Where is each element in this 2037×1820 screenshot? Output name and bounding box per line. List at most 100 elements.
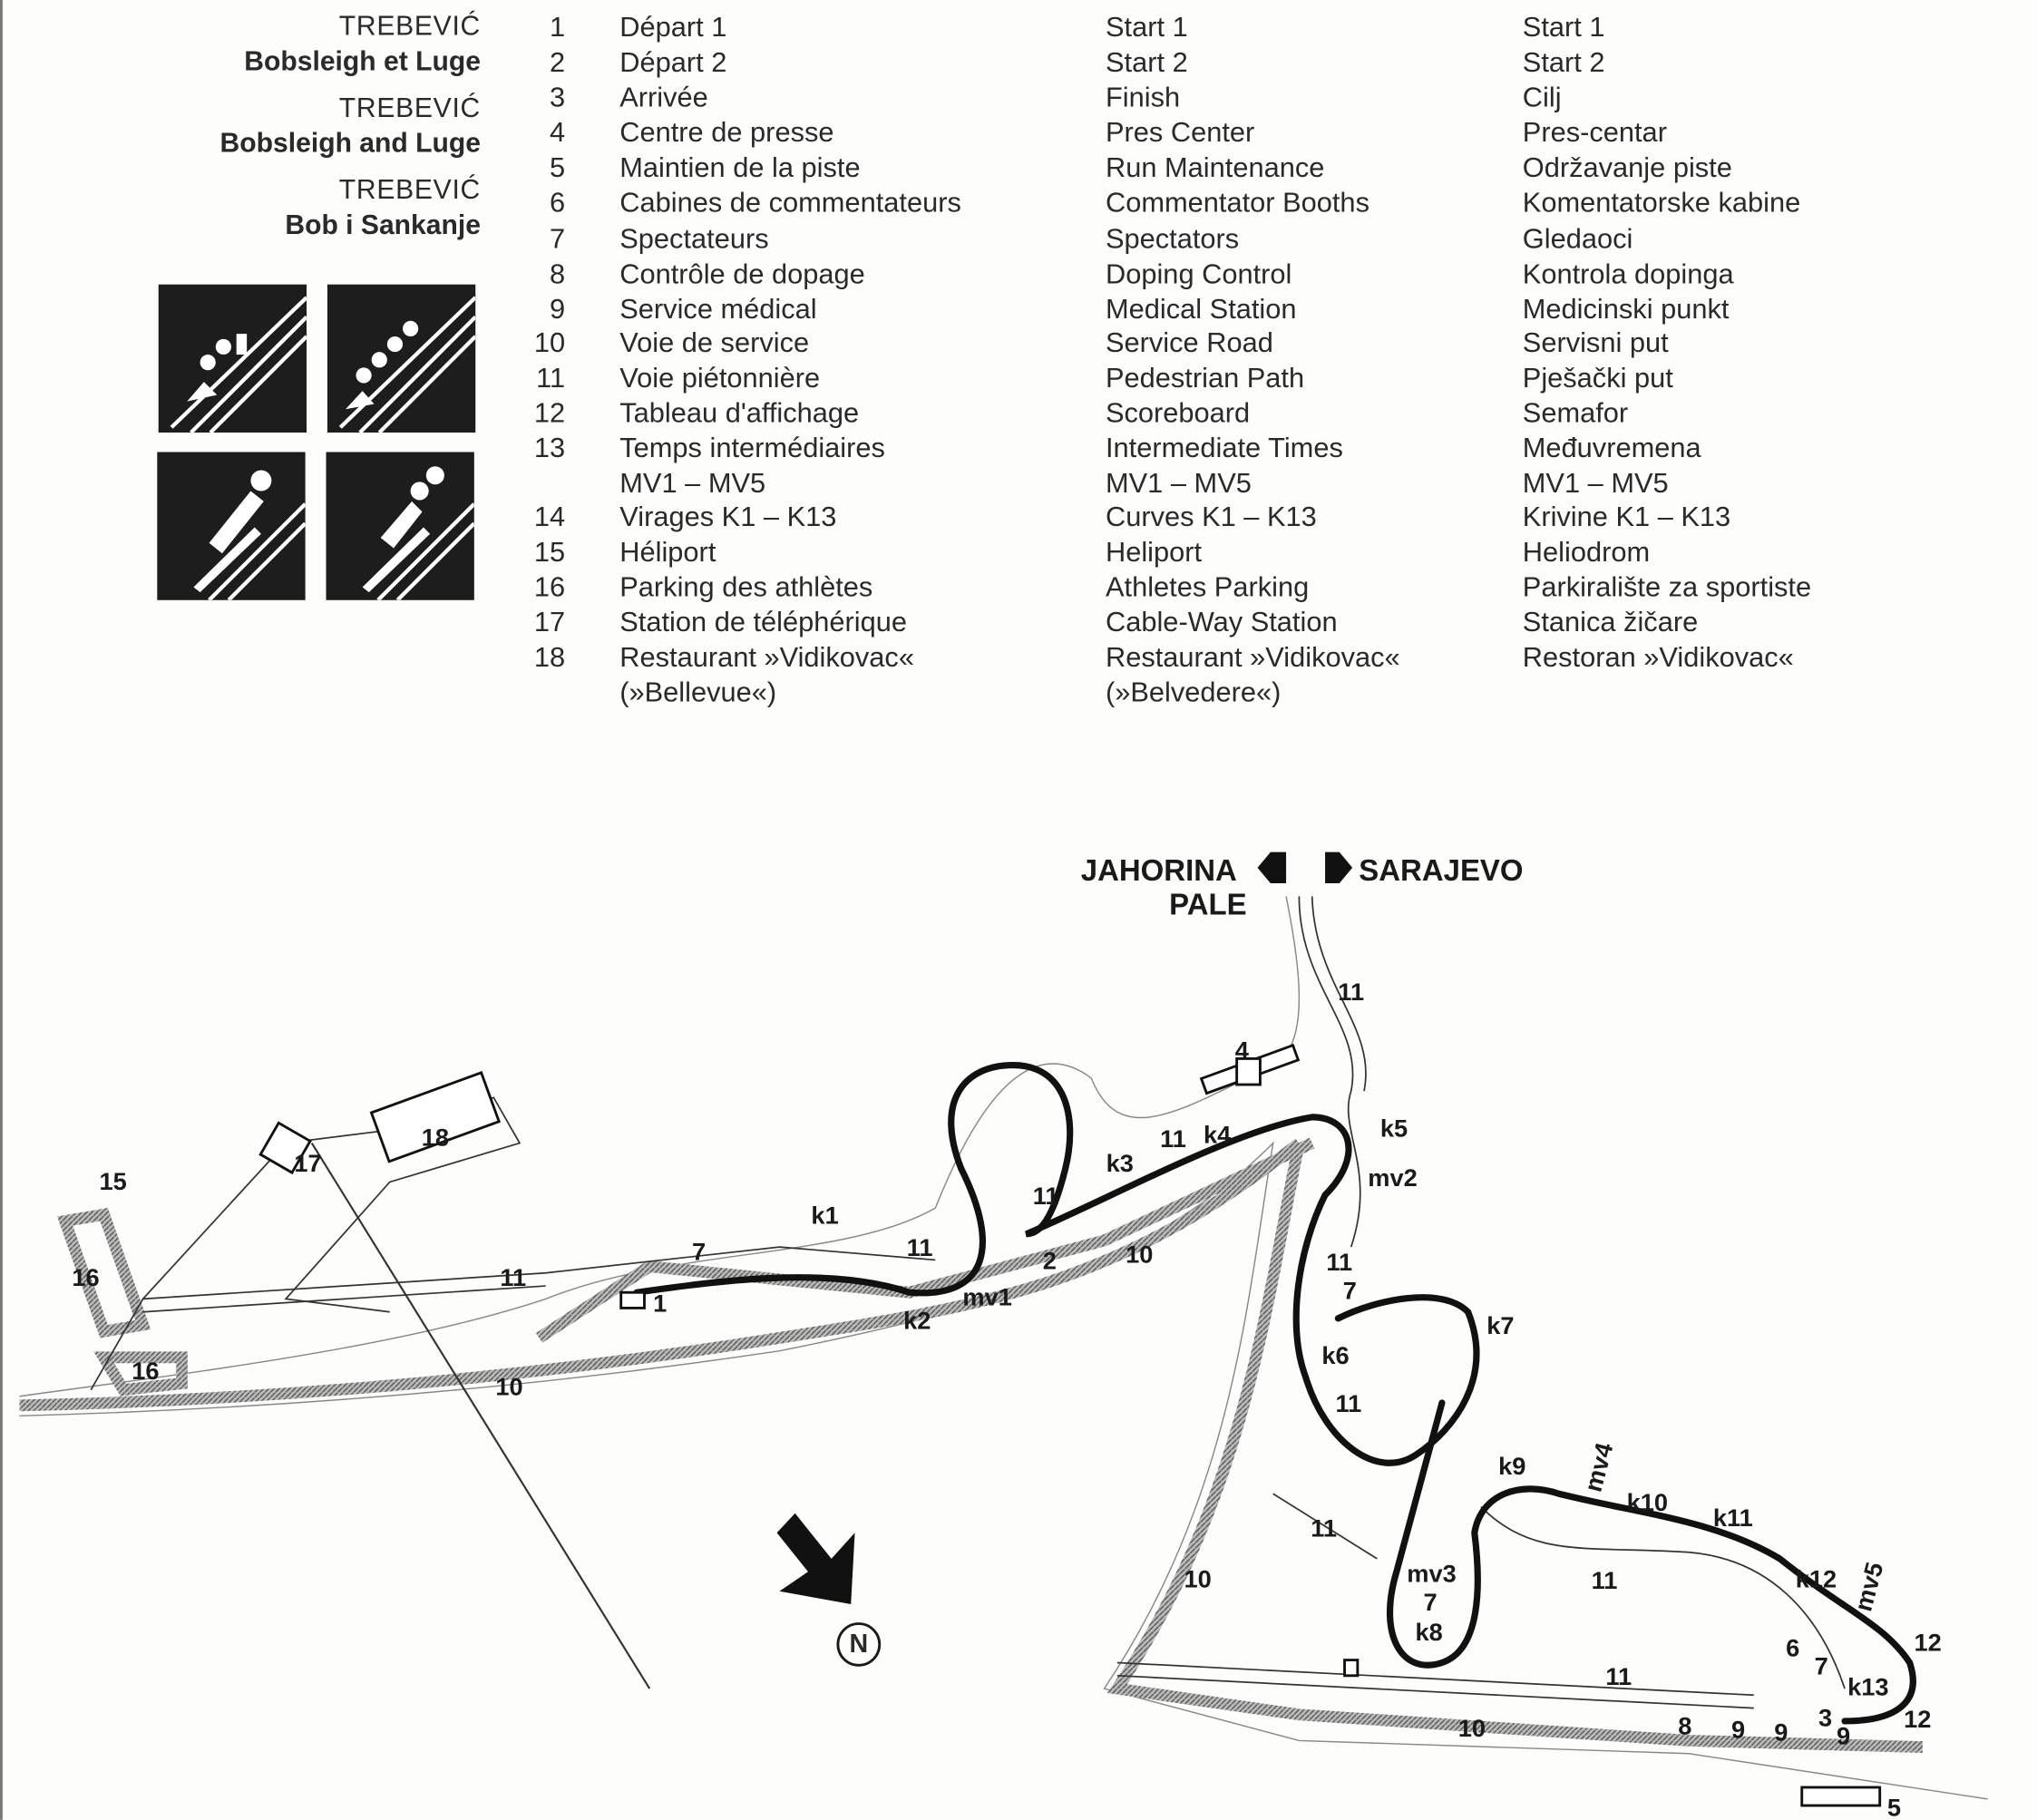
map-label: 16 <box>132 1358 160 1387</box>
title-sub: Bob i Sankanje <box>285 210 481 240</box>
map-label: k1 <box>811 1202 839 1231</box>
legend-french: Restaurant »Vidikovac« <box>619 641 914 673</box>
legend-french: Contrôle de dopage <box>619 258 865 290</box>
legend-french: Service médical <box>619 293 817 326</box>
legend-english: MV1 – MV5 <box>1105 467 1252 500</box>
double-luge-icon <box>326 452 474 600</box>
legend-french: Centre de presse <box>619 116 834 149</box>
legend-english: Finish <box>1105 82 1181 113</box>
map-label: 7 <box>1814 1653 1828 1681</box>
map-label: 18 <box>421 1124 449 1153</box>
legend-local: Start 1 <box>1522 11 1605 44</box>
legend-english: Commentator Booths <box>1105 187 1369 219</box>
pedestrian-path-11 <box>90 896 1846 1709</box>
legend-local: Stanica žičare <box>1522 606 1699 638</box>
arrow-right-icon <box>1325 852 1353 884</box>
map-label: k10 <box>1626 1489 1668 1518</box>
legend-english: Cable-Way Station <box>1105 606 1338 638</box>
map-label: 9 <box>1836 1723 1851 1751</box>
map-label: mv2 <box>1368 1164 1418 1192</box>
title-sub: Bobsleigh and Luge <box>219 128 481 159</box>
map-label: 16 <box>72 1265 100 1293</box>
legend-local: Pješački put <box>1522 362 1673 394</box>
direction-sarajevo: SARAJEVO <box>1359 853 1524 888</box>
legend-french: (»Bellevue«) <box>619 676 777 708</box>
legend-local: Restoran »Vidikovac« <box>1522 641 1794 673</box>
legend-number: 11 <box>536 362 566 394</box>
map-label: k12 <box>1795 1566 1837 1594</box>
map-label: 11 <box>1032 1183 1059 1211</box>
map-label: 11 <box>1335 1391 1362 1419</box>
legend-english: Service Road <box>1105 326 1273 359</box>
map-label: 10 <box>1457 1716 1486 1744</box>
legend-english: Doping Control <box>1105 258 1292 290</box>
legend-french: Voie piétonnière <box>619 362 821 394</box>
title-sub: Bobsleigh et Luge <box>244 46 481 77</box>
legend-number: 1 <box>549 11 566 44</box>
single-luge-icon <box>157 452 306 600</box>
bobsleigh-track <box>633 1061 1916 1725</box>
map-label: 10 <box>1184 1566 1212 1594</box>
legend-number: 15 <box>533 536 566 568</box>
legend-local: Cilj <box>1522 82 1562 113</box>
map-label: 3 <box>1818 1705 1833 1733</box>
legend-english: Spectators <box>1105 223 1240 255</box>
legend-local: MV1 – MV5 <box>1522 467 1669 500</box>
map-label: k8 <box>1415 1620 1443 1648</box>
map-label: k5 <box>1379 1115 1408 1144</box>
legend-local: Servisni put <box>1522 326 1669 359</box>
map-label: 11 <box>500 1265 527 1293</box>
map-label: 4 <box>1234 1037 1249 1066</box>
map-label: k3 <box>1106 1151 1134 1179</box>
map-label: 2 <box>1042 1248 1057 1276</box>
terrain-outline <box>19 896 1988 1800</box>
map-label: k9 <box>1498 1453 1526 1481</box>
legend-number: 12 <box>533 397 566 429</box>
map-label: 10 <box>495 1374 523 1402</box>
legend-french: Départ 1 <box>619 11 727 44</box>
title-name: TREBEVIĆ <box>338 175 481 206</box>
map-label: 1 <box>653 1290 668 1319</box>
map-label: 7 <box>692 1239 707 1267</box>
legend-english: Medical Station <box>1105 293 1297 326</box>
legend-french: Voie de service <box>619 326 810 359</box>
legend-english: Heliport <box>1105 536 1203 568</box>
legend-number: 3 <box>549 82 566 113</box>
map-label: 9 <box>1730 1717 1746 1745</box>
map-label: 11 <box>1311 1515 1338 1543</box>
legend-english: Start 2 <box>1105 46 1188 78</box>
legend-english: Athletes Parking <box>1105 571 1310 603</box>
legend-number: 4 <box>549 116 566 149</box>
map-label: k4 <box>1204 1122 1232 1150</box>
legend-number: 6 <box>549 187 566 219</box>
legend-english: Pres Center <box>1105 116 1255 149</box>
legend-local: Krivine K1 – K13 <box>1522 501 1731 533</box>
map-label: k6 <box>1321 1343 1350 1371</box>
buildings <box>258 1043 1882 1807</box>
legend-english: Scoreboard <box>1105 397 1251 429</box>
map-label: 12 <box>1904 1707 1932 1735</box>
legend-local: Semafor <box>1522 397 1629 429</box>
legend-local: Start 2 <box>1522 46 1605 78</box>
legend-english: Pedestrian Path <box>1105 362 1305 394</box>
north-indicator: N <box>836 1622 882 1667</box>
legend-number: 8 <box>549 258 566 290</box>
map-label: 12 <box>1914 1630 1942 1658</box>
legend-french: Tableau d'affichage <box>619 397 860 429</box>
legend-local: Međuvremena <box>1522 432 1701 464</box>
map-label: 11 <box>1326 1249 1353 1278</box>
legend-local: Održavanje piste <box>1522 151 1732 183</box>
map-label: 7 <box>1342 1278 1357 1306</box>
map-label: 8 <box>1678 1713 1692 1741</box>
map-label: 9 <box>1774 1719 1788 1747</box>
page-edge <box>0 0 3 1820</box>
legend-french: Station de téléphérique <box>619 606 908 638</box>
legend-english: Restaurant »Vidikovac« <box>1105 641 1400 673</box>
map-label: 10 <box>1126 1241 1154 1270</box>
legend-french: Virages K1 – K13 <box>619 501 837 533</box>
legend-french: Cabines de commentateurs <box>619 187 961 219</box>
legend-number: 16 <box>533 571 566 603</box>
legend-english: Intermediate Times <box>1105 432 1343 464</box>
